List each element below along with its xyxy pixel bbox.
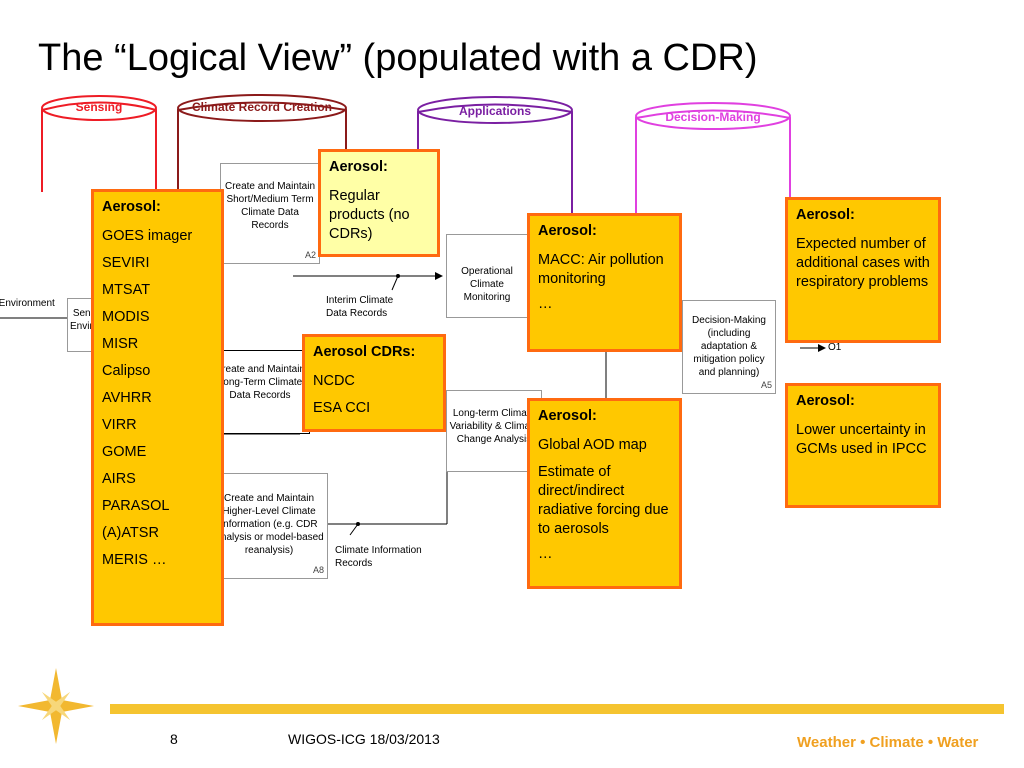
applications-cylinder [417,96,573,235]
node-decision-making: Decision-Making (including adaptation & … [682,300,776,394]
callout-line: Estimate of direct/indirect radiative fo… [538,464,669,537]
decision-making-label: Decision-Making [665,110,761,124]
footer-text: WIGOS-ICG 18/03/2013 [288,731,440,747]
interim-cdr-label: Interim Climate Data Records [326,295,394,319]
decision-cylinder [635,102,791,300]
brand-wordmark: Weather • Climate • Water [797,734,979,751]
callout-line: ESA CCI [313,400,371,416]
callout-line: AVHRR [102,390,152,406]
callout-aerosol-lower-uncertainty: Aerosol: Lower uncertainty in GCMs used … [785,383,941,508]
callout-line: … [538,296,553,312]
sensing-cylinder [41,95,157,192]
node-operational-monitoring-text: Operational Climate Monitoring [461,266,513,303]
node-higher-level-info: Create and Maintain Higher-Level Climate… [210,473,328,579]
callout-line: Expected number of additional cases with… [796,236,930,290]
callout-aerosol-sensors: Aerosol: GOES imager SEVIRI MTSAT MODIS … [91,189,224,626]
node-code-a2: A2 [304,250,316,260]
callout-line: GOES imager [102,228,193,244]
node-short-medium-cdr-text: Create and Maintain Short/Medium Term Cl… [224,181,316,231]
callout-header: Aerosol CDRs: [313,344,416,360]
callout-line: GOME [102,444,147,460]
callout-line: Global AOD map [538,437,647,453]
node-long-term-cdr: Create and Maintain Long-Term Climate Da… [210,350,310,434]
node-operational-monitoring: Operational Climate Monitoring [446,234,528,318]
node-long-term-analysis-text: Long-term Climate Variability & Climate … [449,408,539,445]
node-code-a5: A5 [760,380,772,390]
callout-aerosol-cdrs: Aerosol CDRs: NCDC ESA CCI [302,334,446,432]
callout-line: MTSAT [102,282,151,298]
climate-record-creation-label: Climate Record Creation [191,100,333,114]
callout-line: Regular products (no CDRs) [329,188,410,242]
sensing-label: Sensing [75,100,123,114]
callout-aerosol-regular-products: Aerosol: Regular products (no CDRs) [318,149,440,257]
callout-line: Calipso [102,363,151,379]
output-o1-label: O1 [828,342,842,353]
node-higher-level-info-text: Create and Maintain Higher-Level Climate… [214,493,324,556]
node-code-a8: A8 [312,565,324,575]
callout-line: MACC: Air pollution monitoring [538,252,664,287]
callout-line: PARASOL [102,498,170,514]
node-decision-making-text: Decision-Making (including adaptation & … [692,315,766,378]
callout-line: NCDC [313,373,355,389]
callout-line: VIRR [102,417,137,433]
compass-star-icon [18,668,94,744]
climate-info-records-label: Climate Information Records [335,545,422,569]
callout-line: Lower uncertainty in GCMs used in IPCC [796,422,927,457]
node-long-term-analysis: Long-term Climate Variability & Climate … [446,390,542,472]
page-number: 8 [170,731,178,747]
callout-aerosol-aod: Aerosol: Global AOD map Estimate of dire… [527,398,682,589]
callout-header: Aerosol: [538,408,597,424]
callout-header: Aerosol: [329,159,388,175]
creation-cylinder [177,94,347,192]
callout-header: Aerosol: [538,223,597,239]
callout-header: Aerosol: [796,207,855,223]
callout-header: Aerosol: [796,393,855,409]
applications-label: Applications [458,104,531,118]
callout-line: MERIS … [102,552,167,568]
callout-line: SEVIRI [102,255,150,271]
callout-line: AIRS [102,471,136,487]
callout-aerosol-expected: Aerosol: Expected number of additional c… [785,197,941,343]
callout-line: MISR [102,336,139,352]
callout-header: Aerosol: [102,199,161,215]
node-sense-environment-text: Sense Environment [70,308,106,332]
footer-rule [110,704,1004,714]
node-short-medium-cdr: Create and Maintain Short/Medium Term Cl… [220,163,320,264]
callout-line: MODIS [102,309,150,325]
page-title: The “Logical View” (populated with a CDR… [38,37,758,79]
earth-environment-label: Earth Environment [0,298,55,309]
callout-line: … [538,546,553,562]
callout-aerosol-macc: Aerosol: MACC: Air pollution monitoring … [527,213,682,352]
callout-line: (A)ATSR [102,525,159,541]
node-long-term-cdr-text: Create and Maintain Long-Term Climate Da… [214,364,306,401]
